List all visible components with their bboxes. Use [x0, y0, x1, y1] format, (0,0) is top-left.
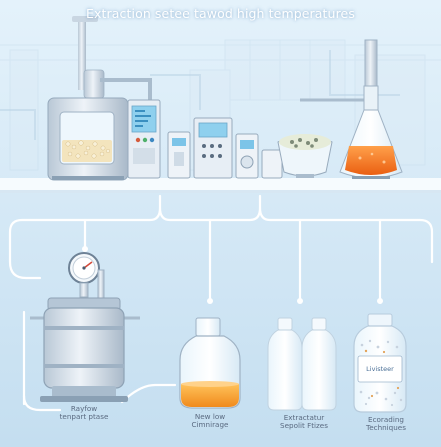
- stage-label-2-line2: Cimnirage: [191, 420, 229, 430]
- stage-label-2-line1: New low: [194, 412, 226, 421]
- stage-label-1: Rayfow tenpart ptase: [38, 404, 130, 422]
- instrument-stack: [167, 117, 283, 179]
- flow-nodes: [82, 246, 383, 304]
- storage-jar: [353, 313, 407, 413]
- lab-scene: [0, 16, 441, 193]
- orange-flask: [300, 39, 403, 179]
- diagram-title: Extraction setee tawod high temperatures: [86, 6, 355, 21]
- collection-flask: [179, 317, 241, 409]
- stage-label-1-line2: tenpart ptase: [59, 412, 109, 422]
- sample-bowl: [277, 134, 333, 178]
- stage-label-3: Extractatur Sepolit Ftizes: [262, 413, 346, 431]
- stage-label-3-line1: Extractatur: [283, 413, 325, 422]
- stage-label-2: New low Cimnirage: [168, 412, 252, 430]
- lab-bench: [0, 178, 441, 192]
- control-cabinet: [127, 99, 161, 179]
- jar-label: Livisteer: [366, 365, 394, 373]
- extract-bottles: [267, 317, 337, 411]
- flow-connectors: [8, 194, 434, 412]
- stage-label-1-line1: Rayfow: [70, 404, 98, 413]
- stage-label-4: Ecorading Techniques: [346, 415, 426, 433]
- stage-label-4-line2: Techniques: [366, 423, 406, 433]
- pressure-vessel: [30, 252, 140, 402]
- stage-label-4-line1: Ecorading: [368, 415, 404, 424]
- extraction-reactor: [47, 16, 129, 181]
- stage-label-3-line2: Sepolit Ftizes: [280, 421, 328, 431]
